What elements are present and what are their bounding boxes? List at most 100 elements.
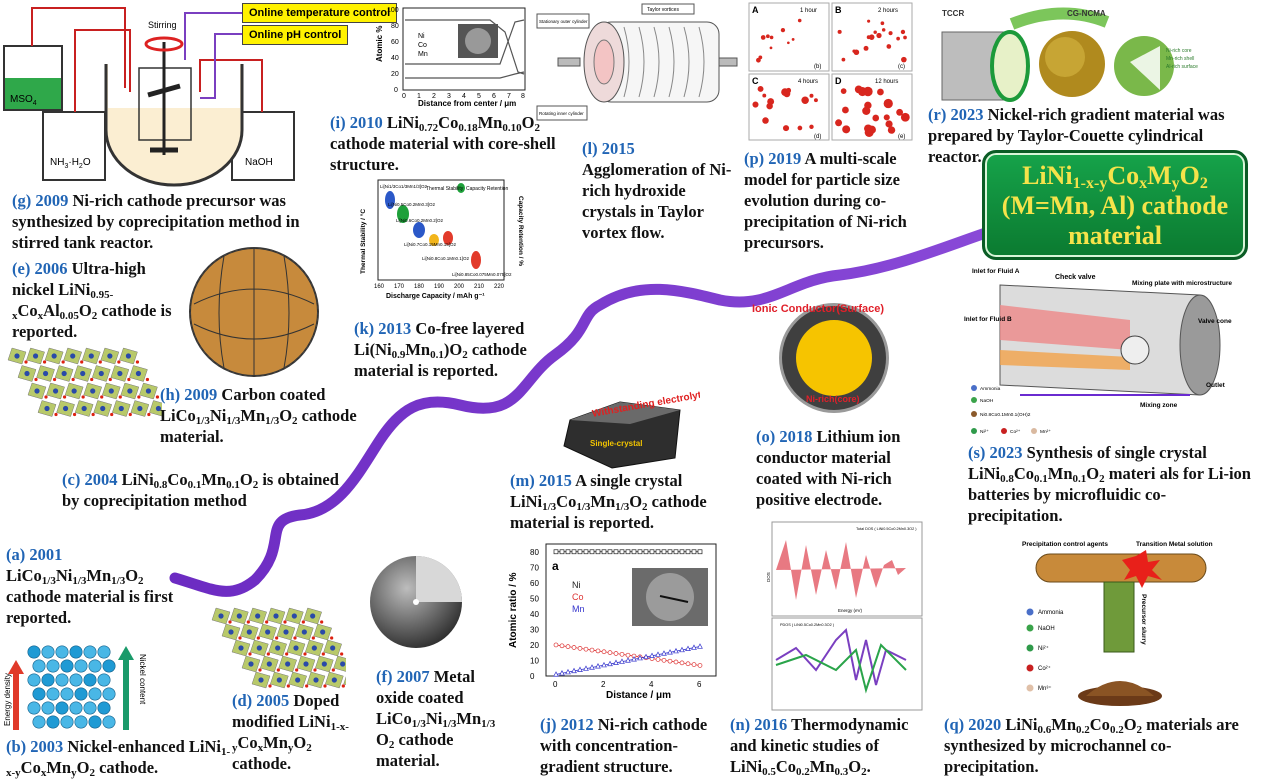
caption-g: (g) 2009 Ni-rich cathode precursor was s…	[12, 191, 300, 252]
carbon-coated-sphere	[189, 247, 319, 377]
svg-text:Transition Metal solution: Transition Metal solution	[1136, 541, 1213, 548]
svg-text:200: 200	[454, 284, 465, 290]
svg-text:12 hours: 12 hours	[875, 79, 898, 85]
svg-text:Mn-rich shell: Mn-rich shell	[1166, 56, 1194, 62]
svg-text:220: 220	[494, 284, 505, 290]
svg-text:20: 20	[391, 71, 399, 78]
caption-e: (e) 2006 Ultra-high nickel LiNi0.95-xCox…	[12, 259, 172, 341]
svg-text:(d): (d)	[814, 134, 821, 140]
svg-text:Mixing zone: Mixing zone	[1140, 402, 1178, 409]
caption-n: (n) 2016 Thermodynamic and kinetic studi…	[730, 715, 909, 778]
svg-text:Li[Ni0.8Co0.1Mn0.1]O2: Li[Ni0.8Co0.1Mn0.1]O2	[422, 256, 470, 261]
j-ylabel: Atomic ratio / %	[508, 572, 519, 648]
svg-text:Inlet for Fluid A: Inlet for Fluid A	[972, 268, 1020, 275]
ylabel: Atomic %	[375, 26, 384, 62]
caption-j: (j) 2012 Ni-rich cathode with concentrat…	[540, 715, 708, 776]
svg-text:50: 50	[530, 594, 539, 603]
caption-q: (q) 2020 LiNi0.6Mn0.2Co0.2O2 materials a…	[944, 715, 1239, 776]
dos-plot: Total DOS ( LiNi0.5Co0.2Mn0.3O2 ) PDOS (…	[766, 521, 923, 711]
svg-text:Ni²⁺: Ni²⁺	[1038, 645, 1049, 652]
cofree-scatter: Discharge Capacity / mAh g⁻¹ Thermal Sta…	[359, 179, 524, 300]
svg-text:2 hours: 2 hours	[878, 8, 898, 14]
legend-co: Co	[418, 42, 427, 49]
layered-structure-e	[7, 347, 162, 417]
svg-text:NaOH: NaOH	[980, 398, 994, 404]
stirring-label: Stirring	[148, 20, 177, 30]
svg-text:160: 160	[374, 284, 385, 290]
svg-text:Ammonia: Ammonia	[1038, 610, 1064, 616]
svg-text:40: 40	[530, 610, 539, 619]
svg-text:3: 3	[447, 93, 451, 100]
svg-text:(e): (e)	[898, 134, 905, 140]
core-shell-chart: Atomic % Distance from center / μm Ni Co…	[375, 7, 526, 108]
svg-text:2: 2	[432, 93, 436, 100]
svg-text:0: 0	[402, 93, 406, 100]
k-ylabel-right: Capacity Retention / %	[517, 196, 524, 266]
svg-text:Mixing plate with microstructu: Mixing plate with microstructure	[1132, 280, 1232, 287]
svg-text:4: 4	[649, 680, 654, 689]
svg-text:Ni²⁺: Ni²⁺	[980, 429, 989, 435]
svg-text:Nickel content: Nickel content	[138, 654, 147, 705]
svg-text:D: D	[835, 76, 842, 86]
nickel-enhanced-lattice: Energy density Nickel content	[3, 645, 147, 730]
svg-text:Thermal Stability: Thermal Stability	[426, 186, 464, 192]
svg-text:Co²⁺: Co²⁺	[1038, 665, 1051, 672]
svg-text:2: 2	[601, 680, 606, 689]
reactor-diagram: Stirring MSO4 NH3·H2O NaOH	[3, 7, 295, 187]
legend-ni: Ni	[418, 33, 425, 40]
svg-text:Precursor slurry: Precursor slurry	[1140, 594, 1147, 645]
caption-k: (k) 2013 Co-free layered Li(Ni0.9Mn0.1)O…	[354, 319, 527, 380]
k-xlabel: Discharge Capacity / mAh g⁻¹	[386, 293, 485, 300]
svg-text:80: 80	[391, 23, 399, 30]
svg-text:Energy density: Energy density	[3, 673, 12, 726]
temp-control-label: Online temperature control	[242, 3, 398, 23]
svg-text:Ni-rich(core): Ni-rich(core)	[806, 394, 860, 404]
j-xlabel: Distance / μm	[606, 690, 671, 701]
caption-p: (p) 2019 A multi-scale model for particl…	[744, 149, 907, 252]
svg-text:Capacity Retention: Capacity Retention	[466, 186, 508, 192]
svg-text:40: 40	[391, 55, 399, 62]
caption-r: (r) 2023 Nickel-rich gradient material w…	[928, 105, 1225, 166]
svg-text:B: B	[835, 5, 842, 15]
svg-text:1 hour: 1 hour	[800, 8, 817, 14]
svg-text:60: 60	[391, 39, 399, 46]
svg-text:4 hours: 4 hours	[798, 79, 818, 85]
ph-control-label: Online pH control	[242, 25, 349, 45]
k-ylabel-left: Thermal Stability / °C	[359, 209, 367, 274]
svg-text:Single-crystal: Single-crystal	[590, 439, 642, 448]
svg-text:Co: Co	[572, 592, 584, 602]
panel-c: C 4 hours (d)	[748, 73, 830, 141]
svg-text:Outlet: Outlet	[1206, 382, 1226, 389]
svg-text:Li[Ni0.85Co0.075Mn0.075]O2: Li[Ni0.85Co0.075Mn0.075]O2	[452, 272, 512, 277]
svg-text:5: 5	[477, 93, 481, 100]
svg-text:CG-NCMA: CG-NCMA	[1067, 9, 1106, 18]
svg-text:6: 6	[492, 93, 496, 100]
svg-text:Energy (eV): Energy (eV)	[838, 608, 863, 613]
svg-text:Mn: Mn	[572, 604, 585, 614]
svg-text:6: 6	[697, 680, 702, 689]
svg-text:Li[Ni0.5Co0.2Mn0.3]O2: Li[Ni0.5Co0.2Mn0.3]O2	[388, 202, 436, 207]
svg-text:1: 1	[417, 93, 421, 100]
svg-text:100: 100	[387, 7, 399, 14]
svg-text:Mn²⁺: Mn²⁺	[1040, 429, 1051, 435]
svg-text:Co²⁺: Co²⁺	[1010, 429, 1021, 435]
svg-text:Total DOS ( LiNi0.5Co0.2Mn0.3O: Total DOS ( LiNi0.5Co0.2Mn0.3O2 )	[856, 527, 917, 531]
svg-text:Li[Ni0.7Co0.15Mn0.15]O2: Li[Ni0.7Co0.15Mn0.15]O2	[404, 242, 457, 247]
svg-text:a: a	[552, 559, 559, 573]
svg-text:Al-rich surface: Al-rich surface	[1166, 64, 1198, 70]
svg-text:0: 0	[530, 672, 535, 681]
svg-text:10: 10	[530, 656, 539, 665]
taylor-reactor: Stationary outer cylinder Taylor vortice…	[536, 3, 738, 121]
naoh-label: NaOH	[245, 157, 273, 168]
svg-text:Inlet for Fluid B: Inlet for Fluid B	[964, 316, 1012, 323]
svg-text:Taylor vortices: Taylor vortices	[647, 7, 679, 13]
svg-text:Valve cone: Valve cone	[1198, 318, 1232, 325]
svg-text:0: 0	[553, 680, 558, 689]
svg-text:PDOS ( LiNi0.5Co0.2Mn0.3O2 ): PDOS ( LiNi0.5Co0.2Mn0.3O2 )	[780, 623, 835, 627]
svg-text:170: 170	[394, 284, 405, 290]
particle-panels: A 1 hour (b) B 2 hours (c) C 4 hours (d)…	[748, 2, 913, 141]
svg-text:C: C	[752, 76, 759, 86]
svg-text:70: 70	[530, 563, 539, 572]
